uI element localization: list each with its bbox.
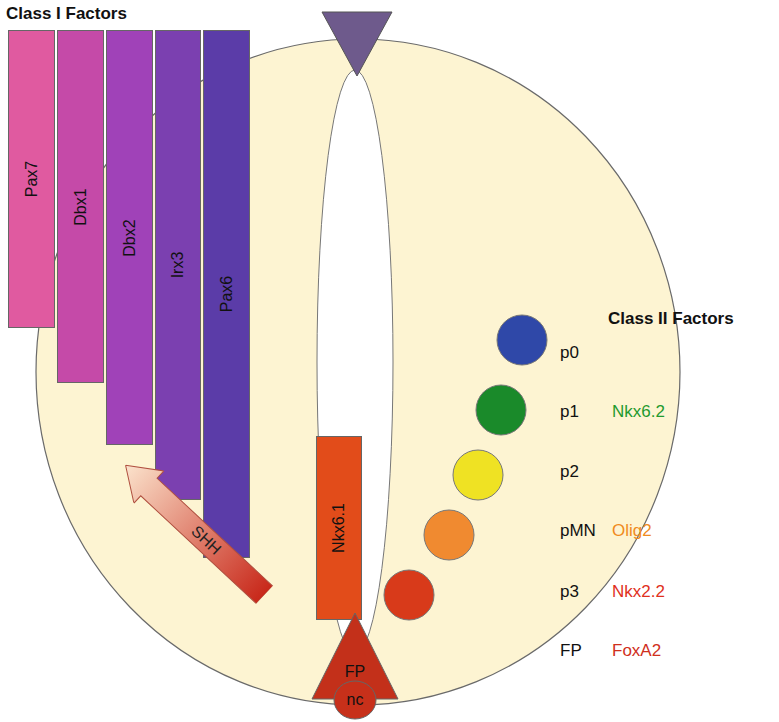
domain-name: p1 <box>560 402 579 422</box>
legend-heading: Class II Factors <box>608 309 734 329</box>
p0-domain <box>497 315 547 365</box>
node-label: Dbx1 <box>72 188 90 225</box>
factor-name: Olig2 <box>612 521 652 541</box>
pmn-domain <box>424 510 474 560</box>
notochord: nc <box>333 680 377 720</box>
node-label: nc <box>347 691 364 709</box>
diagram-title: Class I Factors <box>6 4 127 24</box>
roof-plate <box>322 12 392 76</box>
notochord-outline <box>334 681 376 719</box>
p2-domain <box>453 450 503 500</box>
factor-bar: Pax6 <box>203 30 250 558</box>
factor-bar: Dbx1 <box>57 30 104 383</box>
p3-domain <box>384 570 434 620</box>
factor-name: Nkx2.2 <box>612 582 665 602</box>
domain-name: pMN <box>560 521 596 541</box>
node-label: Dbx2 <box>121 219 139 256</box>
factor-bar: Dbx2 <box>106 30 153 445</box>
domain-name: p2 <box>560 462 579 482</box>
factor-bar: Irx3 <box>155 30 201 500</box>
domain-name: FP <box>560 641 582 661</box>
node-label: Pax7 <box>23 161 41 197</box>
p1-domain <box>476 385 526 435</box>
node-label: Nkx6.1 <box>330 503 348 553</box>
node-label: FP <box>345 663 365 681</box>
domain-name: p3 <box>560 582 579 602</box>
node-label: Pax6 <box>218 276 236 312</box>
domain-name: p0 <box>560 343 579 363</box>
node-label: Irx3 <box>169 252 187 279</box>
factor-name: FoxA2 <box>612 641 661 661</box>
shh-gradient-arrow-outline <box>111 449 280 611</box>
factor-bar: Nkx6.1 <box>316 436 362 620</box>
factor-name: Nkx6.2 <box>612 402 665 422</box>
lumen <box>317 70 393 654</box>
factor-bar: Pax7 <box>8 30 55 328</box>
